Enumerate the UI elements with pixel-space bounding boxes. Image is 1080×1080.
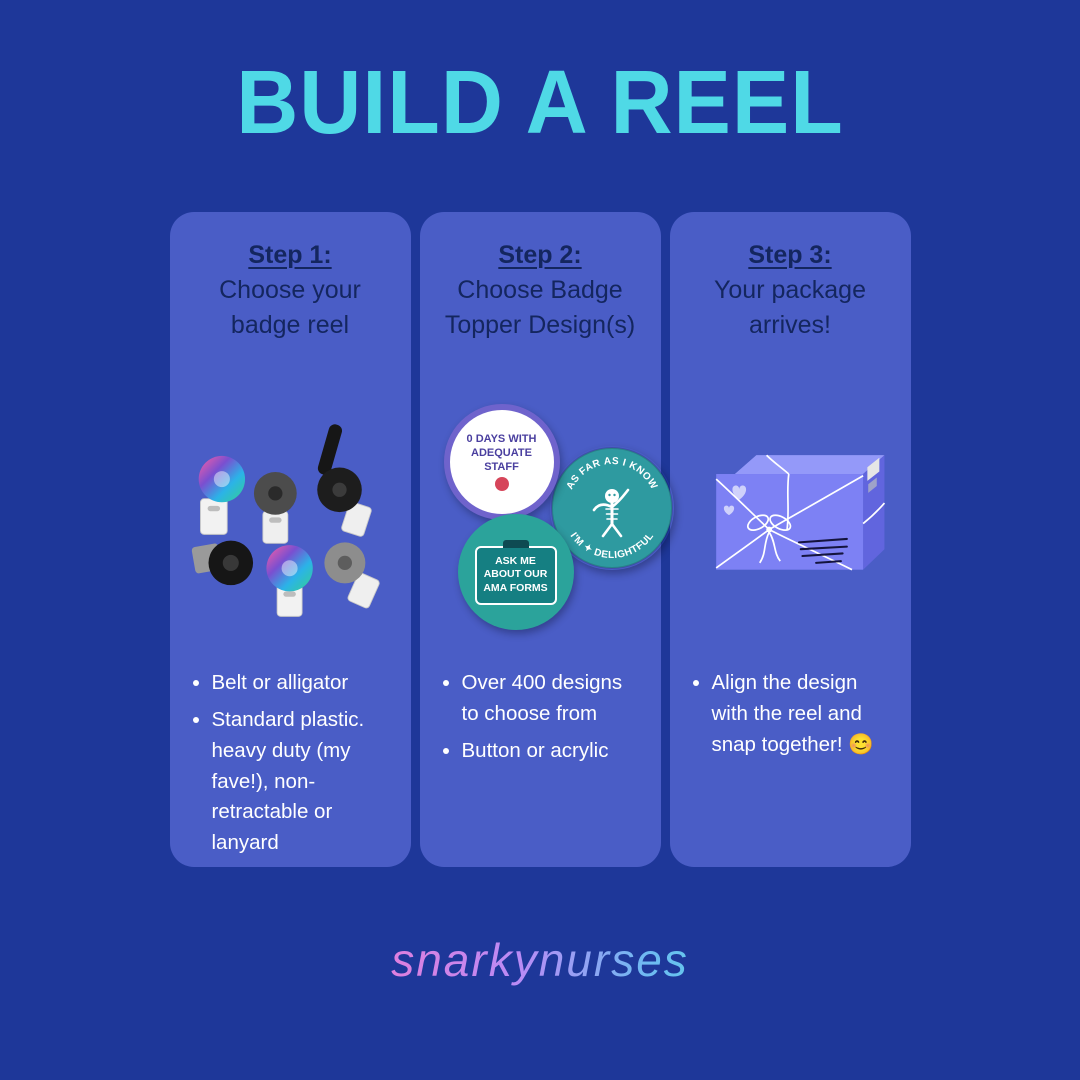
bullet: Button or acrylic [462,736,643,767]
card-2-heading: Step 2: Choose Badge Topper Design(s) [438,238,643,396]
page-title: BUILD A REEL [236,51,844,153]
badge-days-topper: 0 Days With Adequate Staff [443,404,560,521]
step-2-label: Step 2: [498,241,582,270]
mascot-icon [494,477,509,492]
badge-ama-topper: Ask Me About Our AMA Forms [457,514,574,631]
step-2-subheading: Choose Badge Topper Design(s) [444,276,636,340]
clipboard-clip-icon [502,539,529,548]
step-3-subheading: Your package arrives! [714,276,866,340]
step-1-label: Step 1: [248,241,332,270]
card-1-bullets: Belt or alligator Standard plastic. heav… [188,668,393,865]
card-3-bullets: Align the design with the reel and snap … [688,668,893,766]
badge-reels-illustration [191,424,380,618]
card-1-heading: Step 1: Choose your badge reel [188,238,393,396]
bullet: Standard plastic. heavy duty (my fave!),… [212,705,393,859]
brand-logo: snarkynurses [330,933,750,987]
card-3-heading: Step 3: Your package arrives! [688,238,893,396]
bullet: Align the design with the reel and snap … [712,668,893,760]
bullet: Over 400 designs to choose from [462,668,643,730]
step-1-subheading: Choose your badge reel [219,276,361,340]
badge-toppers-illustration: 0 Days With Adequate Staff AS FAR AS I K… [438,402,673,640]
badge-ama-text: Ask Me About Our AMA Forms [474,545,557,605]
card-step-1: Step 1: Choose your badge reel [169,212,411,868]
card-3-image [688,402,893,640]
card-step-3: Step 3: Your package arrives! [669,212,911,868]
card-2-bullets: Over 400 designs to choose from Button o… [438,668,643,772]
skeleton-badge-icon: AS FAR AS I KNOW I'M ✦ DELIGHTFUL [550,447,673,570]
steps-row: Step 1: Choose your badge reel [0,212,1080,868]
card-step-2: Step 2: Choose Badge Topper Design(s) 0 … [419,212,673,868]
card-1-image [188,402,393,640]
bullet: Belt or alligator [212,668,393,699]
card-2-image: 0 Days With Adequate Staff AS FAR AS I K… [438,402,673,640]
badge-delightful-topper: AS FAR AS I KNOW I'M ✦ DELIGHTFUL [550,446,674,570]
package-illustration [715,454,885,571]
step-3-label: Step 3: [748,241,832,270]
badge-days-text: 0 Days With Adequate Staff [466,433,537,473]
